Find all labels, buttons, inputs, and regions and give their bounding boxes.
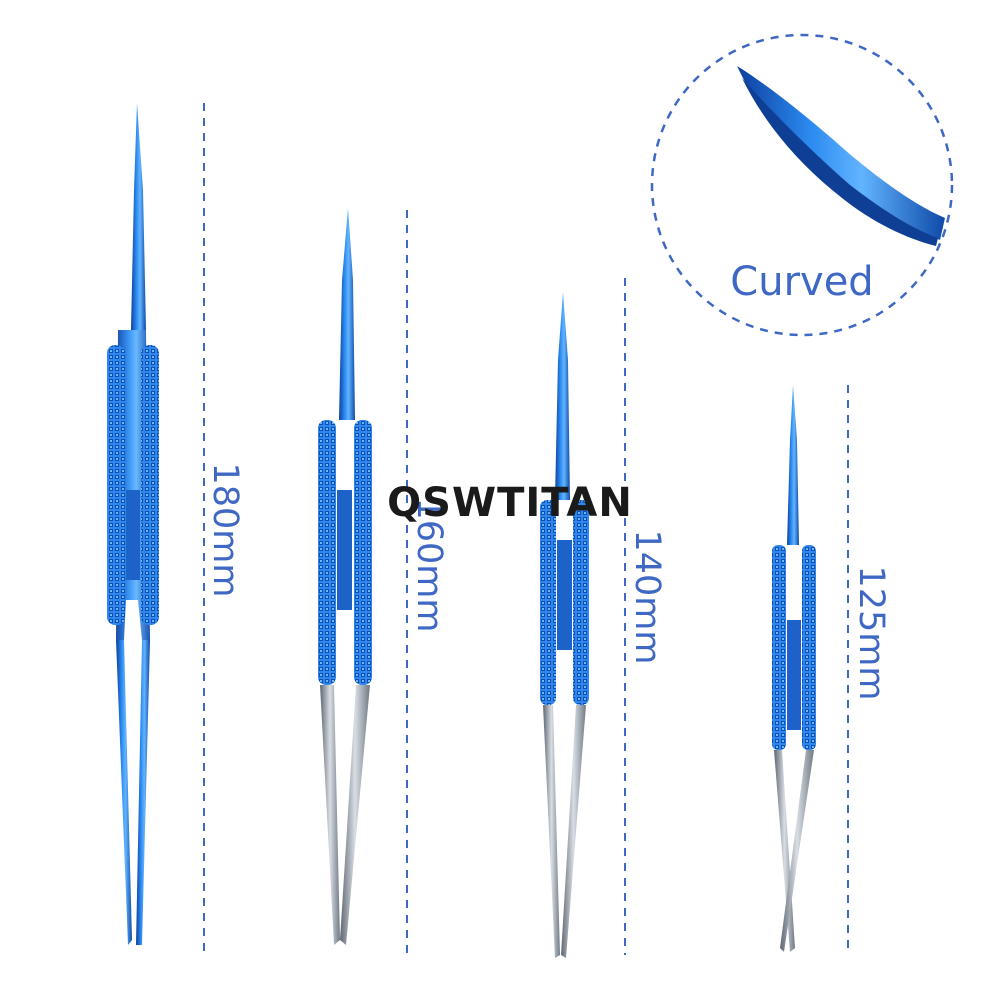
callout-circle <box>650 33 954 337</box>
brand-watermark: QSWTITAN <box>387 480 633 526</box>
size-label-160: 160mm <box>409 498 449 633</box>
curved-tip-callout: Curved <box>650 33 954 337</box>
needle-holder-180 <box>107 103 159 945</box>
size-label-140: 140mm <box>627 530 667 665</box>
curved-label: Curved <box>730 259 873 305</box>
size-label-180: 180mm <box>205 463 245 598</box>
curved-tip-illustration <box>737 66 945 246</box>
size-label-125: 125mm <box>851 566 891 701</box>
needle-holder-140 <box>540 292 589 958</box>
needle-holder-125 <box>772 385 816 952</box>
needle-holder-160 <box>318 208 372 945</box>
